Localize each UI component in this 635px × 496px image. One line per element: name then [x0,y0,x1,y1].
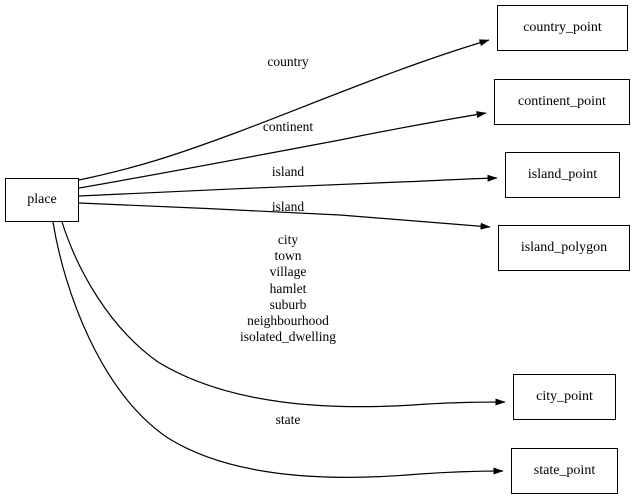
edge-label-place-to-state_point: state [275,412,301,427]
edge-label-place-to-continent_point: continent [262,119,314,134]
edge-place-to-island_polygon [78,202,491,230]
node-label: place [27,192,57,207]
node-island_polygon[interactable]: island_polygon [498,225,630,271]
edge-place-to-state_point [52,221,504,478]
edge-place-to-city_point [61,221,506,408]
edge-paths [52,39,506,478]
node-label: country_point [523,20,602,35]
edge-label-place-to-island_polygon: island [271,199,305,214]
edge-place-to-island_point [78,174,498,197]
node-state_point[interactable]: state_point [511,448,618,494]
edge-label-place-to-country_point: country [267,54,309,69]
node-country_point[interactable]: country_point [497,5,628,51]
edge-place-to-country_point [78,39,490,181]
node-label: island_point [527,167,598,182]
node-label: state_point [533,463,596,478]
edge-label-place-to-island_point: island [271,164,305,179]
edge-place-to-continent_point [78,111,487,189]
node-label: island_polygon [520,240,608,255]
node-label: city_point [536,389,593,404]
node-place[interactable]: place [5,178,79,222]
node-city_point[interactable]: city_point [513,374,616,420]
edge-label-place-to-city_point: city town village hamlet suburb neighbou… [240,232,336,345]
node-label: continent_point [518,94,606,109]
node-continent_point[interactable]: continent_point [494,79,630,125]
node-island_point[interactable]: island_point [505,152,620,198]
